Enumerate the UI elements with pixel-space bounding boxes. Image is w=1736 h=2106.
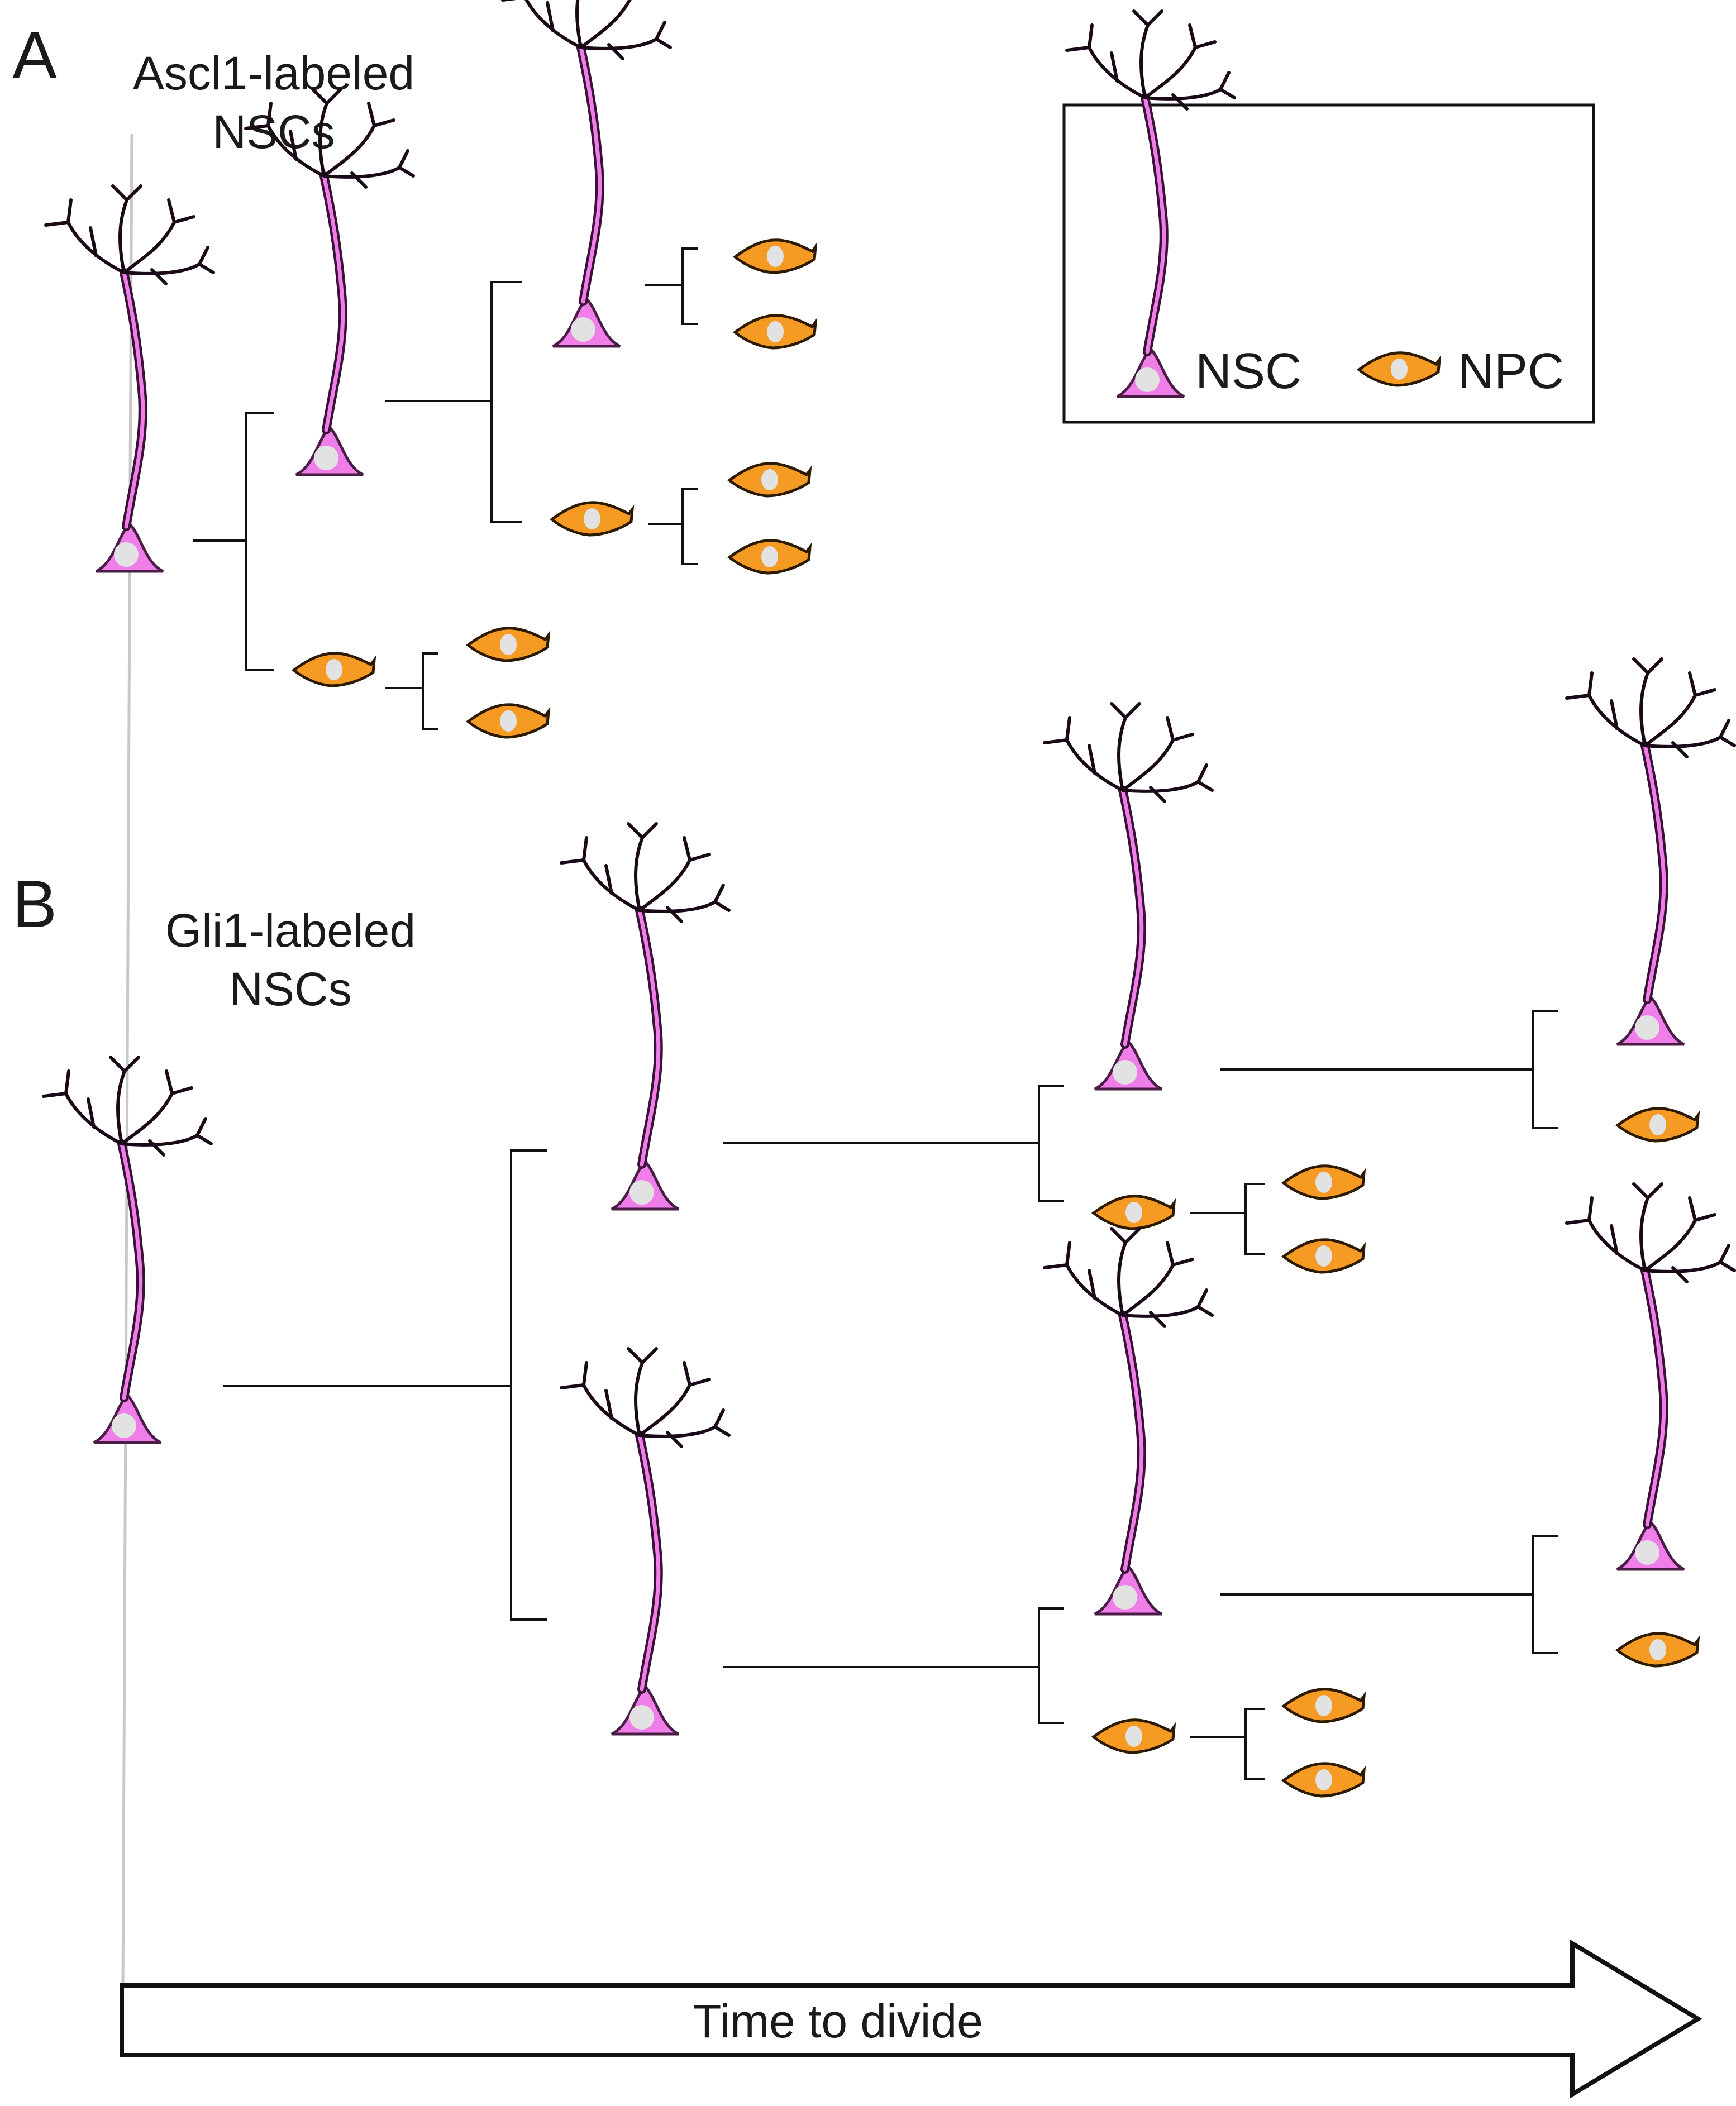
panel-b-nsc-gen1-bottom (561, 1349, 729, 1734)
legend-npc-label: NPC (1458, 343, 1564, 399)
panel-a-npc-gen2 (552, 503, 632, 535)
panel-a-branches (193, 247, 698, 730)
panel-b-npc-gen2-bottom (1094, 1720, 1174, 1752)
time-arrow (120, 1939, 1702, 2099)
timeline-axis-line (121, 133, 133, 1989)
panel-a-npc-gen1 (294, 653, 374, 686)
panel-b-npc-gen3-4 (1284, 1764, 1364, 1796)
panel-a-npc-gen2-b (468, 705, 549, 737)
panel-b-nsc-gen2-top (1045, 704, 1212, 1089)
panel-b-nsc-gen3-top (1567, 659, 1734, 1044)
panel-a-label-line1: Ascl1-labeled (133, 47, 414, 99)
panel-b-branches (223, 1010, 1558, 1780)
panel-b-nsc-gen1-top (561, 824, 729, 1209)
panel-b-npc-gen3-bottom (1618, 1634, 1698, 1666)
panel-a-label-line2: NSCs (212, 106, 335, 158)
panel-a-npc-gen3-2 (735, 316, 815, 348)
legend-nsc-label: NSC (1195, 343, 1301, 399)
panel-b-nsc-gen3-bottom (1567, 1184, 1734, 1569)
panel-b-label-line1: Gli1-labeled (165, 904, 416, 957)
panel-b-npc-gen3-3 (1284, 1689, 1364, 1722)
panel-a-npc-gen3-4 (729, 541, 810, 573)
panel-b-npc-gen3-top (1618, 1109, 1698, 1141)
panel-a-letter: A (12, 18, 57, 93)
panel-a-npc-gen3-1 (735, 240, 815, 273)
panel-a-npc-gen3-3 (729, 464, 810, 496)
panel-b-letter: B (12, 867, 57, 942)
panel-a-nsc-gen2 (503, 0, 670, 346)
panel-b-label-line2: NSCs (229, 963, 351, 1015)
panel-b-nsc-gen2-bottom (1045, 1229, 1212, 1614)
time-arrow-label: Time to divide (693, 1995, 983, 2047)
panel-a-npc-gen2-a (468, 628, 549, 661)
panel-b-npc-gen3-2 (1284, 1240, 1364, 1272)
panel-b-npc-gen3-1 (1284, 1166, 1364, 1198)
panel-b-npc-gen2-top (1094, 1196, 1174, 1229)
